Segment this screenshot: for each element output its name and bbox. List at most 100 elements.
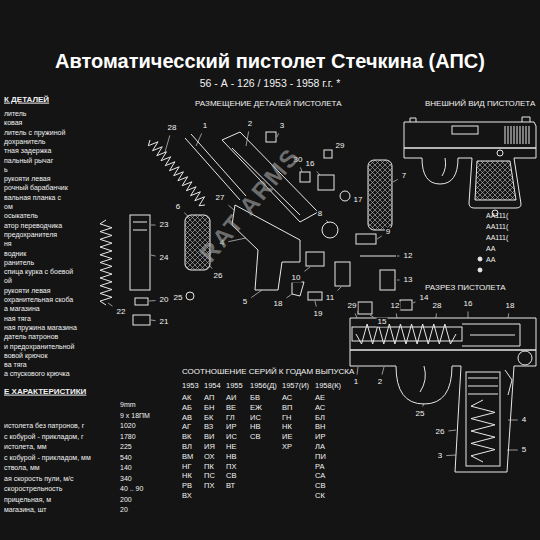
spec-value: 200 <box>120 496 132 504</box>
leader-line <box>397 256 400 257</box>
leader-line <box>277 133 279 137</box>
table-cell: СВ <box>315 482 325 490</box>
table-cell: ВМ <box>182 453 193 461</box>
callout-number: 11 <box>325 294 335 303</box>
table-header: 1953 <box>182 382 199 390</box>
serration <box>511 126 512 144</box>
table-cell: БЛ <box>315 413 325 421</box>
spec-value: 1020 <box>120 422 136 430</box>
leader-line <box>210 266 212 269</box>
trigger <box>442 158 446 176</box>
leader-line <box>507 450 518 451</box>
variant-mark: АА <box>486 256 495 264</box>
spec-name: ствола, мм <box>4 464 40 472</box>
grip <box>475 161 516 200</box>
callout-number: 8 <box>317 210 323 219</box>
table-header: 1956(Д) <box>250 382 277 390</box>
callout-number: 22 <box>116 308 127 317</box>
part-name: ранитель <box>4 259 34 267</box>
part-name: литель <box>4 110 27 118</box>
small-part <box>335 262 350 286</box>
callout-number: 29 <box>347 302 358 311</box>
leader-line <box>108 303 113 306</box>
cutaway-view <box>350 318 536 472</box>
leader-line <box>317 171 320 175</box>
callout-number: 1 <box>202 122 208 131</box>
table-cell: АС <box>282 394 292 402</box>
spec-name: магазина, шт <box>4 506 47 514</box>
table-cell: ИР <box>226 423 236 431</box>
serration <box>517 126 518 144</box>
leader-line <box>300 167 302 172</box>
spec-value: 9 x 18ПМ <box>120 412 150 420</box>
slide <box>350 318 536 350</box>
callout-number: 3 <box>437 452 443 461</box>
leader-line <box>370 315 374 317</box>
table-cell: НГ <box>182 462 191 470</box>
table-header: 1957(И) <box>282 382 309 390</box>
table-cell: НВ <box>226 453 236 461</box>
callout-number: 25 <box>173 294 184 303</box>
table-cell: РА <box>315 462 325 470</box>
section-heading: РАЗРЕЗ ПИСТОЛЕТА <box>425 284 506 293</box>
variant-mark: АА111( <box>486 223 508 231</box>
leader-line <box>377 236 382 239</box>
spec-name: истолета, мм <box>4 443 47 451</box>
leader-line <box>337 287 341 291</box>
table-cell: ИЕ <box>282 433 292 441</box>
table-cell: ВК <box>182 433 191 441</box>
callout-number: 12 <box>403 252 414 261</box>
part-name: атор переводчика <box>4 222 62 230</box>
table-cell: ВН <box>315 423 325 431</box>
callout-number: 26 <box>435 428 446 437</box>
table-cell: НК <box>182 472 192 480</box>
leader-line <box>315 301 316 307</box>
table-cell: ВЕ <box>226 404 236 412</box>
table-cell: ВП <box>282 404 292 412</box>
table-cell: АГ <box>182 423 191 431</box>
leader-line <box>251 290 262 298</box>
table-cell: ЕЖ <box>250 404 262 412</box>
spec-value: 540 <box>120 454 132 462</box>
table-cell: БН <box>204 404 214 412</box>
spec-name: с кобурой - прикладом, мм <box>4 454 91 462</box>
part-name: рукояти левая <box>4 287 51 295</box>
small-part <box>266 132 276 142</box>
table-cell: АЕ <box>315 394 325 402</box>
small-part <box>380 270 395 290</box>
spring <box>471 400 495 462</box>
leader-line <box>246 131 249 146</box>
callout-number: 16 <box>463 300 474 309</box>
part-name: ом <box>4 203 13 211</box>
spec-name: скорострельность <box>4 485 62 493</box>
leader-line <box>397 280 400 281</box>
table-cell: АК <box>182 394 191 402</box>
serration <box>526 126 527 144</box>
spec-value: 340 <box>120 475 132 483</box>
part-name: ная тяга <box>4 315 31 323</box>
table-cell: АС <box>315 404 325 412</box>
variant-mark: АА111( <box>486 234 508 242</box>
part-name: предохранителя <box>4 231 57 239</box>
callout-number: 21 <box>159 318 170 327</box>
magazine <box>466 372 500 466</box>
callout-number: 28 <box>432 302 443 311</box>
table-cell: ОХ <box>204 453 215 461</box>
table-cell: АВ <box>182 413 192 421</box>
part-name: ня <box>4 240 12 248</box>
leader-line <box>326 220 329 223</box>
callout-number: 28 <box>167 124 178 133</box>
small-part <box>340 191 350 201</box>
grip-right <box>368 160 392 230</box>
callout-number: 6 <box>175 203 181 212</box>
part-name: вальная планка с <box>4 194 61 202</box>
table-cell: ИС <box>250 413 261 421</box>
table-cell: ПХ <box>226 462 236 470</box>
part-name: тная задержка <box>4 147 51 155</box>
part-name: водник <box>4 250 26 258</box>
callout-number: 16 <box>305 160 316 169</box>
table-cell: БК <box>204 413 213 421</box>
table-header: 1955 <box>226 382 243 390</box>
table-cell: НВ <box>250 423 260 431</box>
callout-number: 24 <box>159 254 170 263</box>
